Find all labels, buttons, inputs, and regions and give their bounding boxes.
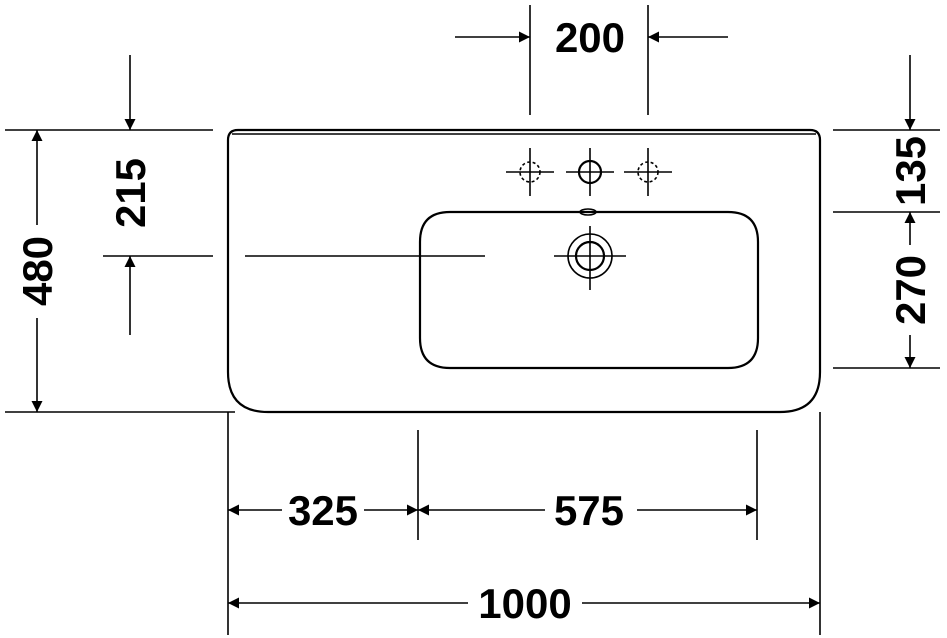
overflow-icon bbox=[579, 208, 597, 216]
dimension-215: 215 bbox=[103, 55, 213, 335]
dimension-label: 215 bbox=[107, 158, 154, 228]
tap-hole-left-optional bbox=[506, 148, 554, 196]
dimension-325: 325 bbox=[228, 487, 418, 534]
dimension-200: 200 bbox=[455, 5, 728, 115]
tap-hole-right-optional bbox=[624, 148, 672, 196]
dimension-label: 200 bbox=[555, 14, 625, 61]
dimension-label: 575 bbox=[554, 487, 624, 534]
dimension-label: 1000 bbox=[478, 580, 571, 627]
dimension-label: 270 bbox=[887, 255, 934, 325]
dimension-270: 270 bbox=[833, 212, 940, 369]
dimension-135: 135 bbox=[833, 55, 940, 213]
tap-hole-center bbox=[566, 148, 614, 196]
basin-outline bbox=[226, 128, 822, 414]
drain-icon bbox=[554, 226, 626, 290]
bowl-outline bbox=[418, 210, 760, 370]
dimension-480: 480 bbox=[5, 129, 235, 413]
dimension-label: 325 bbox=[288, 487, 358, 534]
dimension-label: 135 bbox=[887, 136, 934, 206]
dimension-label: 480 bbox=[14, 236, 61, 306]
dimension-575: 575 bbox=[418, 487, 757, 534]
dimension-1000: 1000 bbox=[228, 580, 820, 627]
